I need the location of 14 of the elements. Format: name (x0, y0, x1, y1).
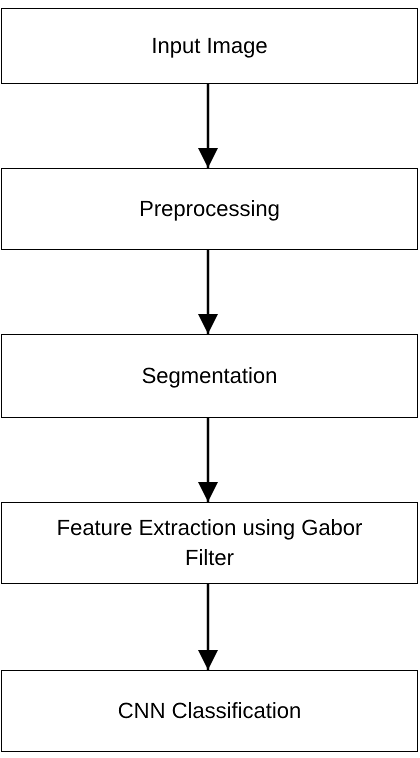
box-label: CNN Classification (116, 697, 302, 726)
arrow (198, 418, 218, 502)
box-label: Preprocessing (138, 195, 281, 224)
box-label: Feature Extraction using Gabor Filter (56, 514, 364, 572)
arrow (198, 250, 218, 334)
box-label: Input Image (150, 32, 269, 60)
process-box (1, 334, 418, 418)
process-box (1, 8, 418, 84)
process-box (1, 670, 418, 752)
process-box (1, 168, 418, 250)
process-box (1, 502, 418, 584)
arrow (198, 84, 218, 168)
arrow (198, 584, 218, 670)
box-label: Segmentation (140, 362, 278, 390)
